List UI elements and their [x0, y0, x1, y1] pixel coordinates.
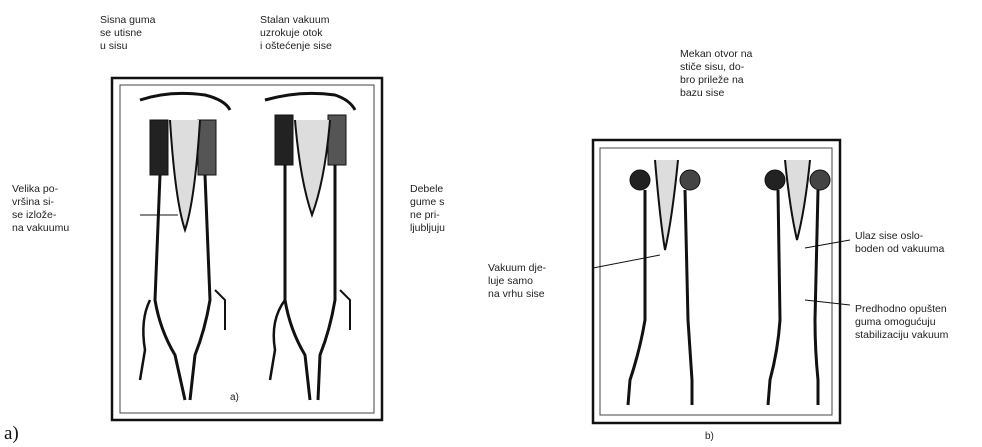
- label-a-top-right: Stalan vakuum uzrokuje otok i oštećenje …: [260, 14, 332, 53]
- label-a-side-right: Debele gume s ne pri- ljubljuju: [410, 183, 445, 235]
- panel-b-right-teatcup: [765, 160, 850, 405]
- label-a-side-left: Velika po- vršina si- se izlože- na vaku…: [12, 183, 69, 235]
- label-b-right-lower: Predhodno opušten guma omogućuju stabili…: [855, 303, 948, 342]
- label-b-right-upper: Ulaz sise oslo- boden od vakuuma: [855, 230, 944, 256]
- caption-b: b): [705, 431, 714, 442]
- label-b-top: Mekan otvor na stiče sisu, do- bro prile…: [680, 48, 752, 100]
- figure-caption: a): [4, 423, 19, 445]
- panel-a-left-teatcup: [140, 93, 230, 400]
- panel-a-right-teatcup: [265, 93, 355, 400]
- caption-a: a): [230, 392, 239, 403]
- panel-b-left-teatcup: [593, 160, 700, 405]
- label-b-left: Vakuum dje- luje samo na vrhu sise: [488, 262, 546, 301]
- label-a-top-left: Sisna guma se utisne u sisu: [100, 14, 155, 53]
